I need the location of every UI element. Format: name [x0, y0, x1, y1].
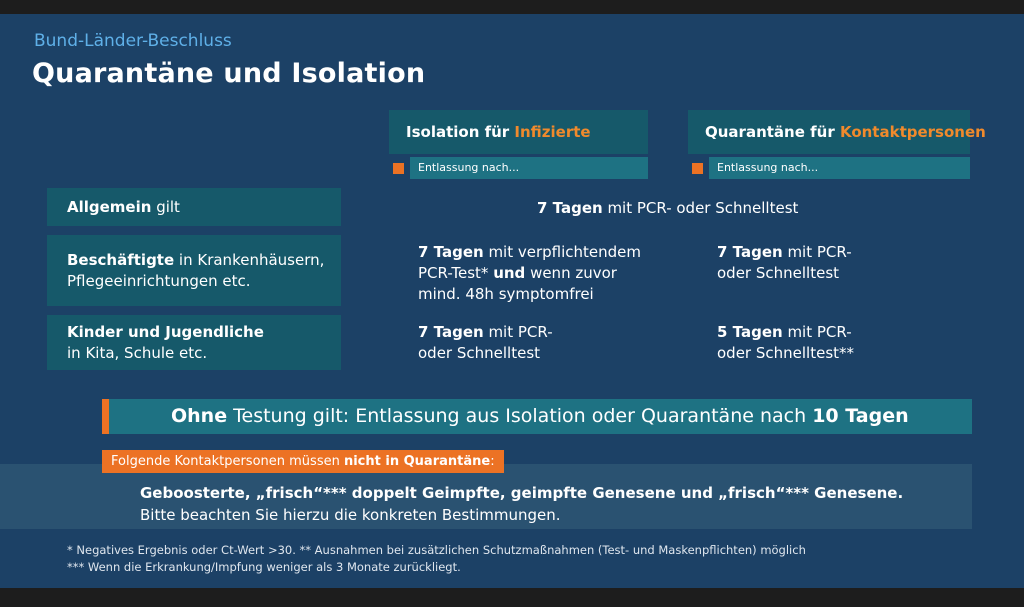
cell-beschaeftigte-quarantine: 7 Tagen mit PCR- oder Schnelltest — [717, 242, 852, 284]
exemption-tag-suffix: : — [490, 454, 495, 469]
cell-beschaeftigte-qua-rest1: mit PCR- — [782, 243, 852, 261]
no-test-banner: Ohne Testung gilt: Entlassung aus Isolat… — [102, 399, 972, 434]
row-label-beschaeftigte: Beschäftigte in Krankenhäusern, Pflegeei… — [47, 235, 341, 306]
cell-kinder-quarantine: 5 Tagen mit PCR- oder Schnelltest** — [717, 322, 854, 364]
infographic-panel: Bund-Länder-Beschluss Quarantäne und Iso… — [0, 14, 1024, 588]
row-label-allgemein: Allgemein gilt — [47, 188, 341, 226]
footnote-1: * Negatives Ergebnis oder Ct-Wert >30. *… — [67, 543, 806, 557]
row-label-allgemein-bold: Allgemein — [67, 197, 152, 216]
cell-beschaeftigte-iso-rest1: mit verpflichtendem — [483, 243, 642, 261]
cell-beschaeftigte-isolation: 7 Tagen mit verpflichtendem PCR-Test* un… — [418, 242, 641, 305]
cell-beschaeftigte-iso-line3: mind. 48h symptomfrei — [418, 285, 594, 303]
exemption-tag-prefix: Folgende Kontaktpersonen müssen — [111, 454, 344, 469]
banner-bold-ohne: Ohne — [171, 405, 228, 427]
orange-square-icon — [692, 163, 703, 174]
column-header-quarantine: Quarantäne für Kontaktpersonen — [688, 110, 986, 154]
cell-beschaeftigte-iso-line2b: und — [493, 264, 526, 282]
row-label-kinder-line2: in Kita, Schule etc. — [67, 343, 208, 362]
cell-beschaeftigte-iso-bold: 7 Tagen — [418, 243, 484, 261]
exemption-tag-bold: nicht in Quarantäne — [343, 454, 491, 469]
column-header-quarantine-prefix: Quarantäne für — [705, 123, 840, 141]
row-label-beschaeftigte-line2: Pflegeeinrichtungen etc. — [67, 271, 251, 290]
cell-kinder-iso-line2: oder Schnelltest — [418, 344, 541, 362]
row-label-kinder-line1: Kinder und Jugendliche — [67, 322, 264, 341]
row-label-beschaeftigte-bold: Beschäftigte — [67, 250, 175, 269]
column-header-isolation-accent: Infizierte — [514, 123, 591, 141]
pretitle: Bund-Länder-Beschluss — [34, 31, 232, 51]
column-sub-quarantine: Entlassung nach... — [709, 157, 970, 179]
cell-allgemein-bold: 7 Tagen — [537, 199, 603, 217]
exemption-info-box: Geboosterte, „frisch“*** doppelt Geimpft… — [0, 464, 972, 529]
cell-beschaeftigte-qua-bold: 7 Tagen — [717, 243, 783, 261]
banner-text: Testung gilt: Entlassung aus Isolation o… — [227, 405, 813, 427]
column-header-isolation: Isolation für Infizierte — [389, 110, 648, 154]
column-sub-isolation: Entlassung nach... — [410, 157, 648, 179]
footnote-2: *** Wenn die Erkrankung/Impfung weniger … — [67, 560, 461, 574]
exemption-line1: Geboosterte, „frisch“*** doppelt Geimpft… — [140, 484, 904, 502]
column-header-quarantine-accent: Kontaktpersonen — [839, 123, 986, 141]
page-title: Quarantäne und Isolation — [32, 58, 426, 89]
exemption-tag: Folgende Kontaktpersonen müssen nicht in… — [102, 450, 504, 473]
cell-kinder-qua-rest1: mit PCR- — [782, 323, 852, 341]
orange-square-icon — [393, 163, 404, 174]
column-header-isolation-prefix: Isolation für — [406, 123, 515, 141]
cell-allgemein-span: 7 Tagen mit PCR- oder Schnelltest — [537, 198, 798, 219]
exemption-line2: Bitte beachten Sie hierzu die konkreten … — [140, 506, 561, 524]
row-label-beschaeftigte-rest: in Krankenhäusern, — [174, 250, 325, 269]
cell-beschaeftigte-iso-line2a: PCR-Test* — [418, 264, 494, 282]
cell-kinder-qua-line2: oder Schnelltest** — [717, 344, 855, 362]
row-label-kinder: Kinder und Jugendliche in Kita, Schule e… — [47, 315, 341, 370]
cell-beschaeftigte-iso-line2c: wenn zuvor — [525, 264, 617, 282]
cell-kinder-iso-rest1: mit PCR- — [483, 323, 553, 341]
row-label-allgemein-rest: gilt — [151, 197, 180, 216]
cell-beschaeftigte-qua-line2: oder Schnelltest — [717, 264, 840, 282]
cell-allgemein-rest: mit PCR- oder Schnelltest — [602, 199, 799, 217]
cell-kinder-isolation: 7 Tagen mit PCR- oder Schnelltest — [418, 322, 553, 364]
banner-bold-days: 10 Tagen — [812, 405, 909, 427]
cell-kinder-qua-bold: 5 Tagen — [717, 323, 783, 341]
cell-kinder-iso-bold: 7 Tagen — [418, 323, 484, 341]
